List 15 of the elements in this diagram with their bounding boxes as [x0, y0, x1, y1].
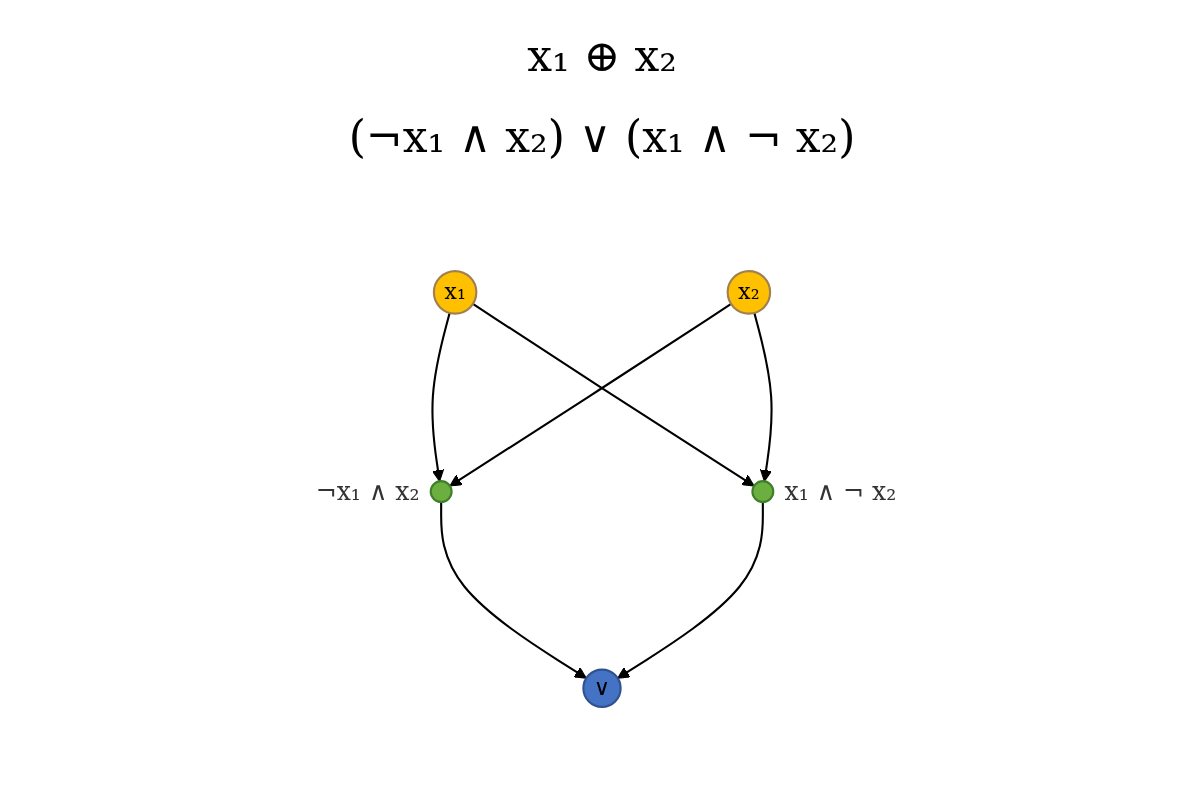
arrow: [753, 312, 773, 482]
arrow: [472, 303, 755, 487]
arrow: [617, 502, 764, 679]
node-caption: ¬x₁ ∧ x₂: [315, 476, 420, 506]
circle-node: [751, 480, 775, 504]
circle-node: ∨: [582, 668, 622, 708]
circle-node: x₁: [432, 270, 478, 315]
formula: (¬x₁ ∧ x₂) ∨ (x₁ ∧ ¬ x₂): [348, 111, 856, 162]
arrow: [431, 312, 451, 482]
arrow: [449, 303, 732, 487]
circle-node: x₂: [726, 270, 772, 315]
circle-node: [429, 480, 453, 504]
node-caption: x₁ ∧ ¬ x₂: [784, 476, 897, 506]
arrow: [440, 502, 587, 679]
title: x₁ ⊕ x₂: [527, 30, 677, 81]
